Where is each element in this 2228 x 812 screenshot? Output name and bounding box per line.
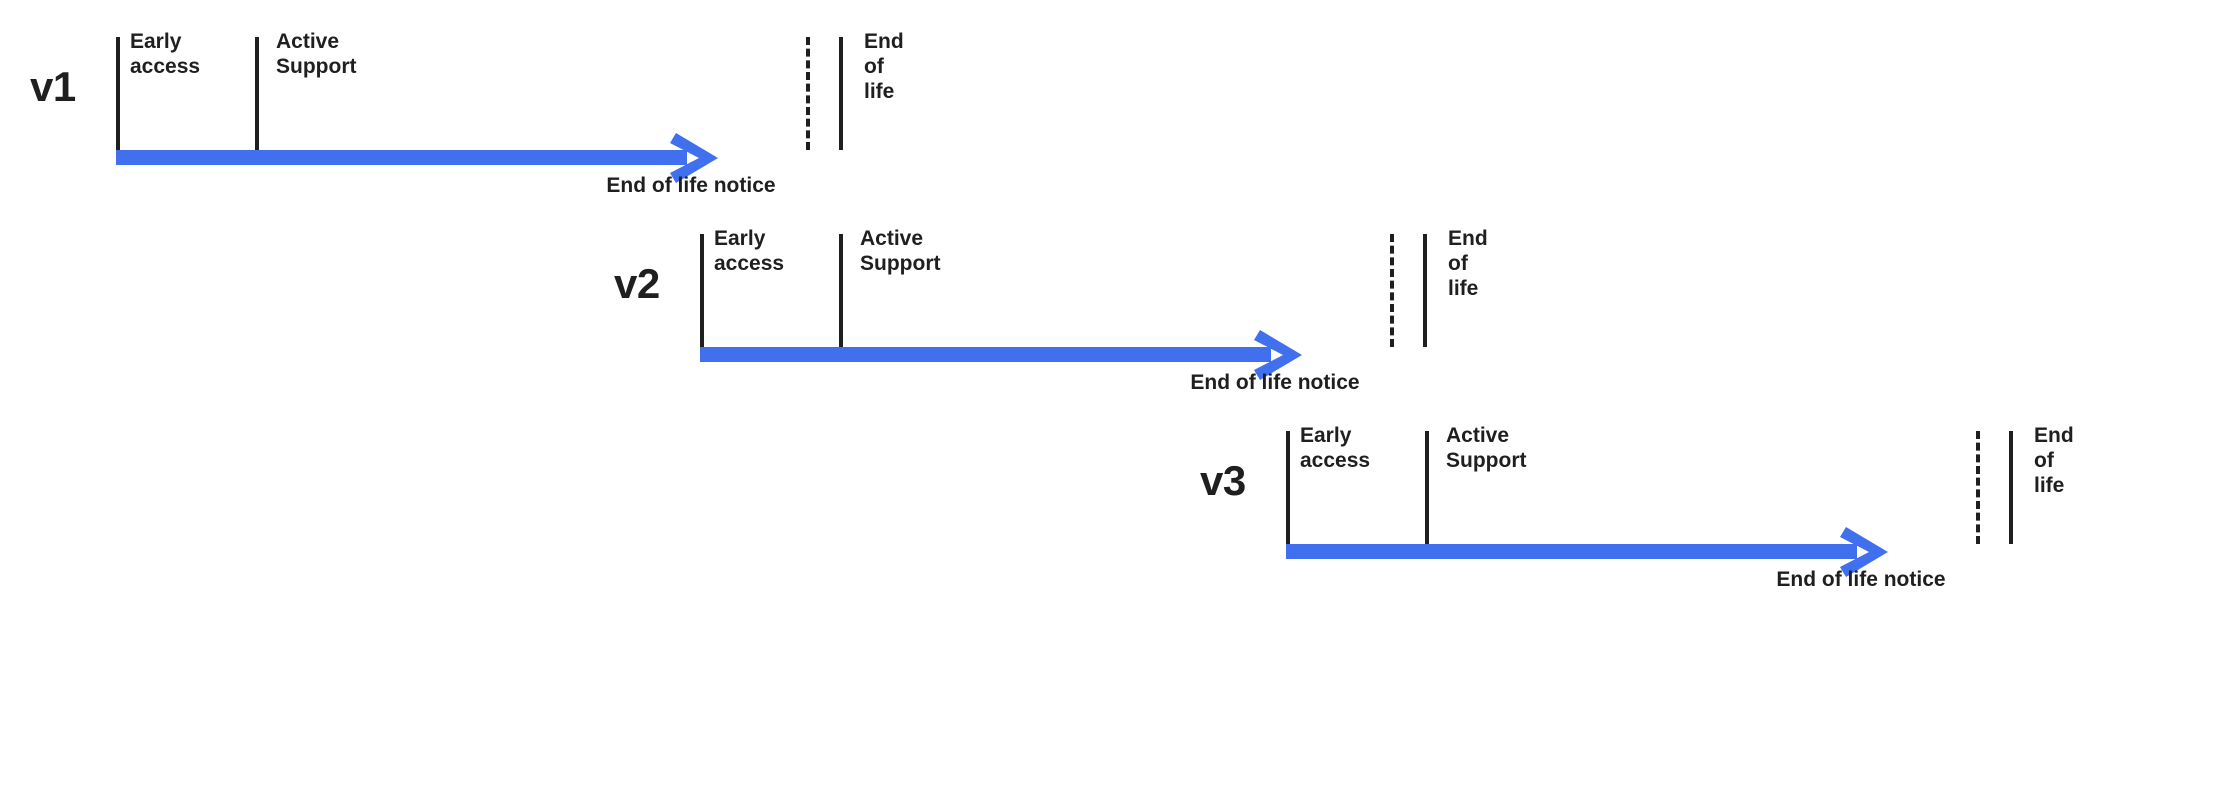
phase-label-eol-notice-v2: End of life notice: [1190, 371, 1360, 394]
divider-eol-start-v1: [839, 37, 843, 150]
timeline-arrow-v3: [1840, 527, 1888, 577]
arrow-right-icon: [1254, 330, 1302, 380]
version-label-v3: v3: [1200, 457, 1246, 504]
phase-label-active-support-v3: Active Support: [1446, 424, 1527, 472]
divider-early-access-end-v1: [255, 37, 259, 150]
phase-label-end-of-life-v3: End of life: [2034, 424, 2074, 497]
arrow-right-icon: [1840, 527, 1888, 577]
phase-label-early-access-v3: Early access: [1300, 424, 1371, 472]
timeline-arrow-v1: [670, 133, 718, 183]
version-label-v2: v2: [614, 260, 660, 307]
phase-label-end-of-life-v1: End of life: [864, 30, 904, 103]
timeline-bar-v3: [1286, 544, 1857, 559]
phase-label-eol-notice-v1: End of life notice: [606, 174, 776, 197]
divider-eol-start-v2: [1423, 234, 1427, 347]
divider-start-v2: [700, 234, 704, 347]
phase-label-end-of-life-v2: End of life: [1448, 227, 1488, 300]
timeline-bar-v2: [700, 347, 1271, 362]
divider-start-v3: [1286, 431, 1290, 544]
phase-label-eol-notice-v3: End of life notice: [1776, 568, 1946, 591]
divider-eol-start-v3: [2009, 431, 2013, 544]
divider-start-v1: [116, 37, 120, 150]
divider-early-access-end-v2: [839, 234, 843, 347]
phase-label-early-access-v1: Early access: [130, 30, 201, 78]
arrow-right-icon: [670, 133, 718, 183]
divider-eol-notice-v1: [806, 37, 810, 150]
divider-early-access-end-v3: [1425, 431, 1429, 544]
timeline-arrow-v2: [1254, 330, 1302, 380]
timeline-bar-v1: [116, 150, 687, 165]
phase-label-early-access-v2: Early access: [714, 227, 785, 275]
version-label-v1: v1: [30, 63, 76, 110]
divider-eol-notice-v3: [1976, 431, 1980, 544]
phase-label-active-support-v1: Active Support: [276, 30, 357, 78]
phase-label-active-support-v2: Active Support: [860, 227, 941, 275]
divider-eol-notice-v2: [1390, 234, 1394, 347]
